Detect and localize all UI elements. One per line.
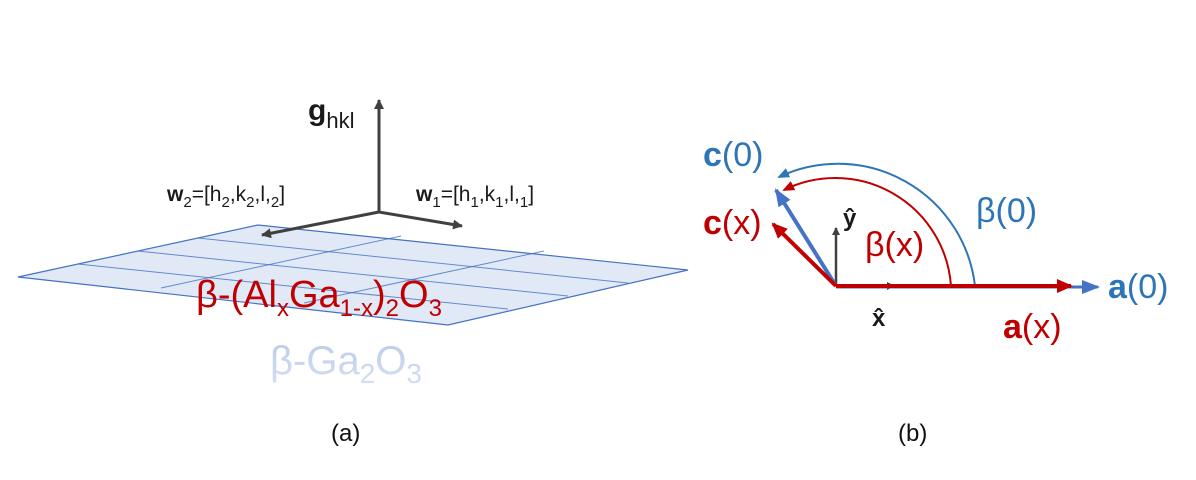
beta-0-arc xyxy=(777,162,976,287)
panel-a-label: (a) xyxy=(331,420,360,447)
g-hkl-label: ghkl xyxy=(308,94,354,133)
cx-label: c(x) xyxy=(703,204,762,242)
plane-grid-line xyxy=(197,237,629,284)
lattice-plane xyxy=(17,224,689,326)
panel-b-label: (b) xyxy=(898,420,927,447)
beta-x-label: β(x) xyxy=(865,226,924,264)
ax-label: a(x) xyxy=(1003,308,1062,346)
alloy-label: β-(AlxGa1-x)2O3 xyxy=(196,274,442,322)
beta-0-label: β(0) xyxy=(976,192,1037,230)
plane-surface xyxy=(17,224,689,326)
plane-grid-line xyxy=(137,250,569,297)
x-hat-label: x̂ xyxy=(872,305,886,332)
w1-arrow xyxy=(378,210,463,230)
a0-label: a(0) xyxy=(1108,268,1168,306)
y-hat-label: ŷ xyxy=(843,205,857,232)
plane-grid-line xyxy=(160,235,402,289)
w1-label: w1=[h1,k1,l,1] xyxy=(415,183,534,211)
cx-vector xyxy=(771,222,838,288)
plane-grid-line xyxy=(77,263,509,310)
panel-a: β-Ga2O3 β-(AlxGa1-x)2O3 ghkl w2=[h2,k2,l… xyxy=(17,94,689,447)
panel-b: c(0) c(x) β(0) β(x) ŷ x̂ a(0) a(x) (b) xyxy=(703,136,1168,447)
w2-label: w2=[h2,k2,l,2] xyxy=(166,183,285,211)
beta-x-arc xyxy=(782,177,952,287)
substrate-label: β-Ga2O3 xyxy=(270,339,422,389)
plane-grid-line xyxy=(303,250,545,304)
c0-label: c(0) xyxy=(703,136,763,174)
w2-arrow xyxy=(261,210,380,239)
c0-vector xyxy=(774,188,838,288)
